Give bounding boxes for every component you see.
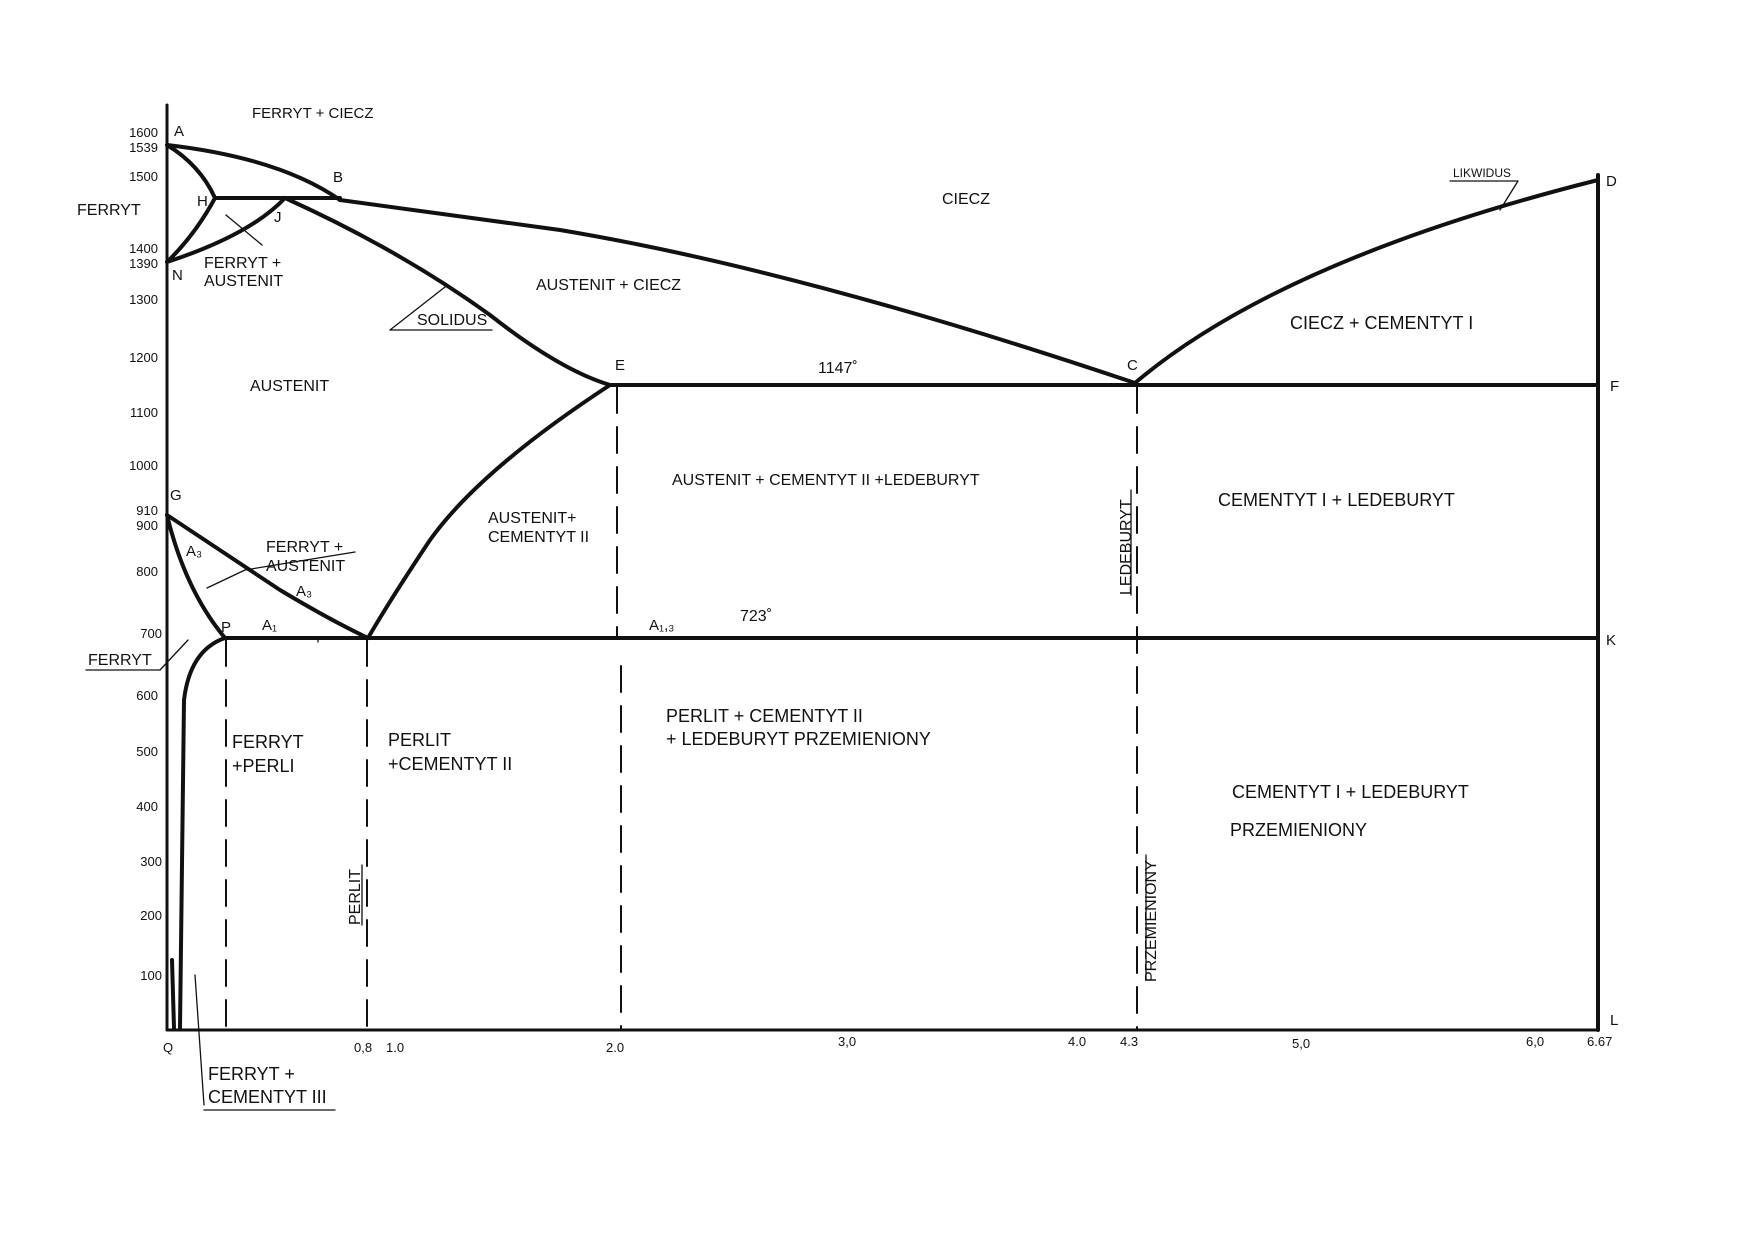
label-ferryt-cementyt3-2: CEMENTYT III <box>208 1087 327 1107</box>
point-N: N <box>172 267 183 284</box>
y-tick-800: 800 <box>136 564 158 579</box>
x-tick-Q: Q <box>163 1040 173 1055</box>
gamma-boundary-curve-NJ <box>165 196 287 264</box>
point-C: C <box>1127 357 1138 374</box>
label-ferryt-perli-2: +PERLI <box>232 756 295 776</box>
leader-ferryt-austenit-low <box>206 569 246 589</box>
y-tick-1539: 1539 <box>129 140 158 155</box>
label-austenit-cementyt-2: CEMENTYT II <box>488 529 589 546</box>
y-tick-1500: 1500 <box>129 169 158 184</box>
leader-ferryt-low-2 <box>159 639 189 671</box>
y-tick-910: 910 <box>136 503 158 518</box>
label-likwidus: LIKWIDUS <box>1453 166 1511 180</box>
label-cementyt-ledeburyt-przemieniony-1: CEMENTYT I + LEDEBURYT <box>1232 782 1469 802</box>
point-K: K <box>1606 632 1616 649</box>
point-F: F <box>1610 378 1619 395</box>
label-austenit-ciecz: AUSTENIT + CIECZ <box>536 277 681 294</box>
ferrite-boundary-line <box>170 958 176 1030</box>
y-tick-900: 900 <box>136 518 158 533</box>
label-perlit-cementyt-ledeburyt-1: PERLIT + CEMENTYT II <box>666 706 863 726</box>
label-austenit-cementyt-1: AUSTENIT+ <box>488 510 576 527</box>
acm-curve-ES <box>366 383 612 640</box>
y-tick-700: 700 <box>140 626 162 641</box>
point-P: P <box>221 619 231 636</box>
y-tick-600: 600 <box>136 688 158 703</box>
label-a3-left: A₃ <box>186 543 202 560</box>
label-ferryt-cementyt3-1: FERRYT + <box>208 1064 295 1084</box>
label-ciecz-cementyt: CIECZ + CEMENTYT I <box>1290 313 1473 333</box>
x-tick-6-0: 6,0 <box>1526 1034 1544 1049</box>
label-ciecz: CIECZ <box>942 191 990 208</box>
leader-ferryt-cem3-vert <box>194 974 205 1106</box>
label-austenit-cementyt-ledeburyt: AUSTENIT + CEMENTYT II +LEDEBURYT <box>672 472 980 489</box>
x-tick-5-0: 5,0 <box>1292 1036 1310 1051</box>
label-perlit-vertical: PERLIT <box>347 869 364 925</box>
leader-ferryt-austenit-low-underline <box>244 551 356 571</box>
y-tick-1390: 1390 <box>129 256 158 271</box>
eutectoid-temp-label: 723˚ <box>740 608 772 625</box>
label-perlit-cementyt-ledeburyt-2: + LEDEBURYT PRZEMIENIONY <box>666 729 931 749</box>
label-ferryt-ciecz: FERRYT + CIECZ <box>252 105 374 122</box>
delta-solvus-curve-HN <box>165 196 217 264</box>
leader-ferryt-austenit-top <box>225 214 263 246</box>
point-H: H <box>197 193 208 210</box>
label-a1: A₁ <box>262 617 277 634</box>
y-tick-1100: 1100 <box>130 405 158 420</box>
label-solidus: SOLIDUS <box>417 312 487 329</box>
y-tick-500: 500 <box>136 744 158 759</box>
liquidus-curve-BC <box>338 198 1137 385</box>
label-cementyt-ledeburyt: CEMENTYT I + LEDEBURYT <box>1218 490 1455 510</box>
label-cementyt-ledeburyt-przemieniony-2: PRZEMIENIONY <box>1230 820 1367 840</box>
y-tick-1600: 1600 <box>129 125 158 140</box>
x-tick-1-0: 1.0 <box>386 1040 404 1055</box>
point-G: G <box>170 487 182 504</box>
point-B: B <box>333 169 343 186</box>
liquidus-curve-CD <box>1133 178 1600 385</box>
label-ferryt-austenit-top-2: AUSTENIT <box>204 273 283 290</box>
x-tick-4-3: 4.3 <box>1120 1034 1138 1049</box>
y-tick-300: 300 <box>140 854 162 869</box>
x-tick-0-8: 0,8 <box>354 1040 372 1055</box>
label-ferryt-austenit-top-1: FERRYT + <box>204 255 281 272</box>
point-E: E <box>615 357 625 374</box>
label-ledeburyt-vertical: LEDEBURYT <box>1118 499 1135 595</box>
label-austenit: AUSTENIT <box>250 378 329 395</box>
point-A: A <box>174 123 184 140</box>
solidus-curve-AH <box>165 143 217 200</box>
point-D: D <box>1606 173 1617 190</box>
label-przemieniony-vertical: PRZEMIENIONY <box>1143 860 1160 982</box>
y-tick-1400: 1400 <box>129 241 158 256</box>
label-ferryt-austenit-low-2: AUSTENIT <box>266 558 345 575</box>
label-ferryt-perli-1: FERRYT <box>232 732 304 752</box>
y-tick-1200: 1200 <box>129 350 158 365</box>
label-a3-right: A₃ <box>296 583 312 600</box>
y-tick-400: 400 <box>136 799 158 814</box>
x-tick-3-0: 3,0 <box>838 1034 856 1049</box>
y-tick-1000: 1000 <box>129 458 158 473</box>
label-perlit-cementyt-2: +CEMENTYT II <box>388 754 512 774</box>
point-L: L <box>1610 1012 1618 1029</box>
leader-likwidus <box>1499 180 1519 211</box>
label-ferryt-austenit-low-1: FERRYT + <box>266 539 343 556</box>
ferrite-solvus-curve-PQ <box>178 636 227 1030</box>
alpha-solvus-curve-GP <box>165 513 227 640</box>
x-tick-6-67: 6.67 <box>1587 1034 1612 1049</box>
a3-curve-GS <box>165 513 370 640</box>
x-tick-4-0: 4.0 <box>1068 1034 1086 1049</box>
y-tick-200: 200 <box>140 908 162 923</box>
solidus-curve-JE <box>283 196 612 387</box>
label-ferryt-top: FERRYT <box>77 202 141 219</box>
label-a13: A₁,₃ <box>649 617 674 634</box>
leader-solidus <box>389 286 446 331</box>
label-ferryt-low: FERRYT <box>88 652 152 669</box>
y-tick-100: 100 <box>140 968 162 983</box>
point-J: J <box>274 209 282 226</box>
eutectic-temp-label: 1147˚ <box>818 360 858 377</box>
label-perlit-cementyt-1: PERLIT <box>388 730 451 750</box>
delta-liquidus-curve-AB <box>165 143 342 202</box>
y-tick-1300: 1300 <box>129 292 158 307</box>
x-tick-2-0: 2.0 <box>606 1040 624 1055</box>
